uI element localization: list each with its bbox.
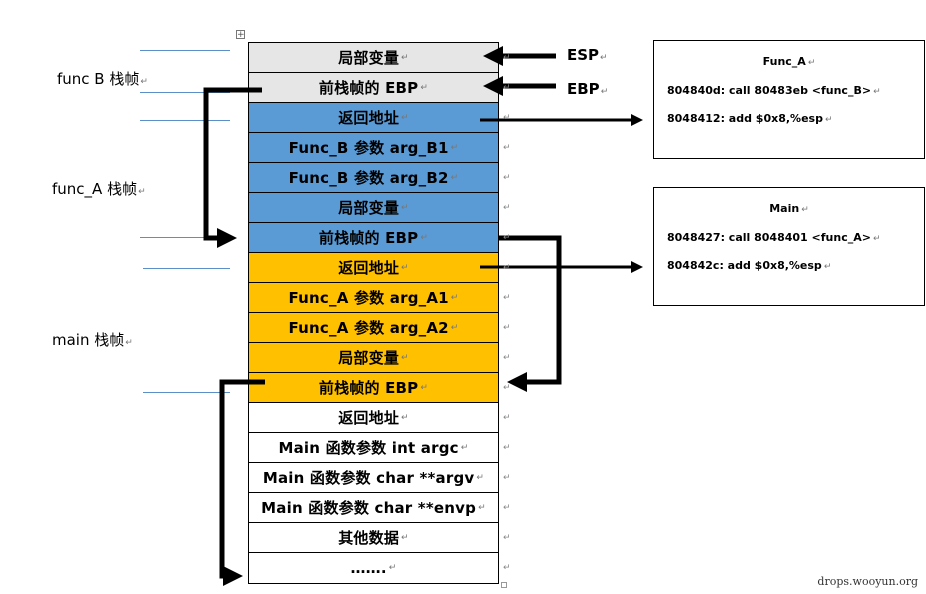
stack-row-label: 局部变量 <box>338 199 400 217</box>
stack-row-label: ……. <box>350 559 387 577</box>
row-end-mark: ↵ <box>503 503 511 513</box>
frame-label-func-b: func B 栈帧↵ <box>57 70 148 88</box>
box-line: 8048412: add $0x8,%esp↵ <box>667 112 833 125</box>
func-a-disassembly-box: Func_A↵ 804840d: call 80483eb <func_B>↵ … <box>653 40 925 159</box>
frame-boundary-line <box>140 50 230 51</box>
frame-boundary-line <box>140 92 230 93</box>
stack-row-label: 局部变量 <box>338 49 400 67</box>
stack-row: 返回地址↵ <box>249 103 498 133</box>
row-end-mark: ↵ <box>503 473 511 483</box>
row-end-mark: ↵ <box>503 263 511 273</box>
stack-row: Main 函数参数 char **envp↵ <box>249 493 498 523</box>
stack-row-label: Main 函数参数 char **argv <box>262 469 475 487</box>
stack-row-label: 返回地址 <box>338 109 400 127</box>
row-end-mark: ↵ <box>503 413 511 423</box>
row-end-mark: ↵ <box>503 293 511 303</box>
box-line: 804840d: call 80483eb <func_B>↵ <box>667 84 881 97</box>
row-end-mark: ↵ <box>503 173 511 183</box>
stack-row: Main 函数参数 int argc↵ <box>249 433 498 463</box>
row-end-mark: ↵ <box>503 233 511 243</box>
row-end-mark: ↵ <box>503 383 511 393</box>
frame-label-main: main 栈帧↵ <box>52 331 133 349</box>
stack-row-label: Func_B 参数 arg_B2 <box>288 169 449 187</box>
row-end-mark: ↵ <box>503 83 511 93</box>
stack-row-label: Main 函数参数 char **envp <box>261 499 477 517</box>
row-end-mark: ↵ <box>503 533 511 543</box>
paragraph-mark: ↵ <box>401 412 409 423</box>
paragraph-mark: ↵ <box>401 532 409 543</box>
paragraph-mark: ↵ <box>388 563 397 573</box>
box-title: Func_A↵ <box>762 55 816 68</box>
register-esp-label: ESP↵ <box>567 46 608 64</box>
stack-row: 局部变量↵ <box>249 343 498 373</box>
stack-row: Func_B 参数 arg_B1↵ <box>249 133 498 163</box>
stack-row: Main 函数参数 char **argv↵ <box>249 463 498 493</box>
paragraph-mark: ↵ <box>450 322 459 333</box>
stack-row: 返回地址↵ <box>249 253 498 283</box>
frame-label-func-a: func_A 栈帧↵ <box>52 180 146 198</box>
frame-boundary-line <box>140 237 230 238</box>
paragraph-mark: ↵ <box>476 472 485 483</box>
box-line: 804842c: add $0x8,%esp↵ <box>667 259 832 272</box>
stack-row: Func_A 参数 arg_A2↵ <box>249 313 498 343</box>
ebp-chain-b-arrow <box>203 87 262 248</box>
paragraph-mark: ↵ <box>401 262 409 273</box>
stack-row-label: 局部变量 <box>338 349 400 367</box>
stack-row-label: 返回地址 <box>338 409 400 427</box>
ebp-chain-main-arrow <box>219 379 265 586</box>
frame-boundary-line <box>143 268 230 269</box>
paragraph-mark: ↵ <box>420 232 429 243</box>
stack-row-label: Func_B 参数 arg_B1 <box>288 139 449 157</box>
stack-row: 局部变量↵ <box>249 43 498 73</box>
paragraph-mark: ↵ <box>401 52 409 63</box>
stack-row: 局部变量↵ <box>249 193 498 223</box>
row-end-mark: ↵ <box>503 113 511 123</box>
stack-row: 前栈帧的 EBP↵ <box>249 73 498 103</box>
ebp-chain-a-arrow <box>499 235 562 392</box>
stack-row: 其他数据↵ <box>249 523 498 553</box>
stack-row: 返回地址↵ <box>249 403 498 433</box>
stack-row-label: Func_A 参数 arg_A2 <box>288 319 449 337</box>
stack-row-label: 返回地址 <box>338 259 400 277</box>
row-end-mark: ↵ <box>503 53 511 63</box>
stack-row: …….↵ <box>249 553 498 583</box>
stack-row: 前栈帧的 EBP↵ <box>249 223 498 253</box>
paragraph-mark: ↵ <box>420 82 429 93</box>
paragraph-mark: ↵ <box>450 142 459 153</box>
watermark: drops.wooyun.org <box>817 575 918 588</box>
row-end-mark: ↵ <box>503 203 511 213</box>
stack-diagram: 局部变量↵前栈帧的 EBP↵返回地址↵Func_B 参数 arg_B1↵Func… <box>248 42 499 584</box>
stack-row-label: Main 函数参数 int argc <box>278 439 459 457</box>
main-disassembly-box: Main↵ 8048427: call 8048401 <func_A>↵ 80… <box>653 187 925 306</box>
stack-row-label: 前栈帧的 EBP <box>318 379 419 397</box>
paragraph-mark: ↵ <box>420 382 429 393</box>
stack-row-label: Func_A 参数 arg_A1 <box>288 289 449 307</box>
row-end-mark: ↵ <box>503 353 511 363</box>
register-ebp-label: EBP↵ <box>567 80 609 98</box>
paragraph-mark: ↵ <box>401 352 409 363</box>
stack-row-label: 其他数据 <box>338 529 400 547</box>
stack-row: 前栈帧的 EBP↵ <box>249 373 498 403</box>
paragraph-mark: ↵ <box>401 202 409 213</box>
paragraph-mark: ↵ <box>478 502 486 513</box>
paragraph-mark: ↵ <box>450 292 459 303</box>
stack-row-label: 前栈帧的 EBP <box>318 229 419 247</box>
paragraph-mark: ↵ <box>450 172 459 183</box>
table-anchor-icon[interactable]: + <box>236 30 245 40</box>
row-end-mark: ↵ <box>503 323 511 333</box>
stack-row: Func_B 参数 arg_B2↵ <box>249 163 498 193</box>
box-title: Main↵ <box>769 202 809 215</box>
row-end-mark: ↵ <box>503 563 511 573</box>
frame-boundary-line <box>143 392 230 393</box>
row-end-mark: ↵ <box>503 443 511 453</box>
table-resize-icon[interactable] <box>501 582 507 588</box>
row-end-mark: ↵ <box>503 143 511 153</box>
stack-row: Func_A 参数 arg_A1↵ <box>249 283 498 313</box>
box-line: 8048427: call 8048401 <func_A>↵ <box>667 231 881 244</box>
paragraph-mark: ↵ <box>401 112 409 123</box>
frame-boundary-line <box>140 120 230 121</box>
stack-row-label: 前栈帧的 EBP <box>318 79 419 97</box>
paragraph-mark: ↵ <box>460 442 469 453</box>
